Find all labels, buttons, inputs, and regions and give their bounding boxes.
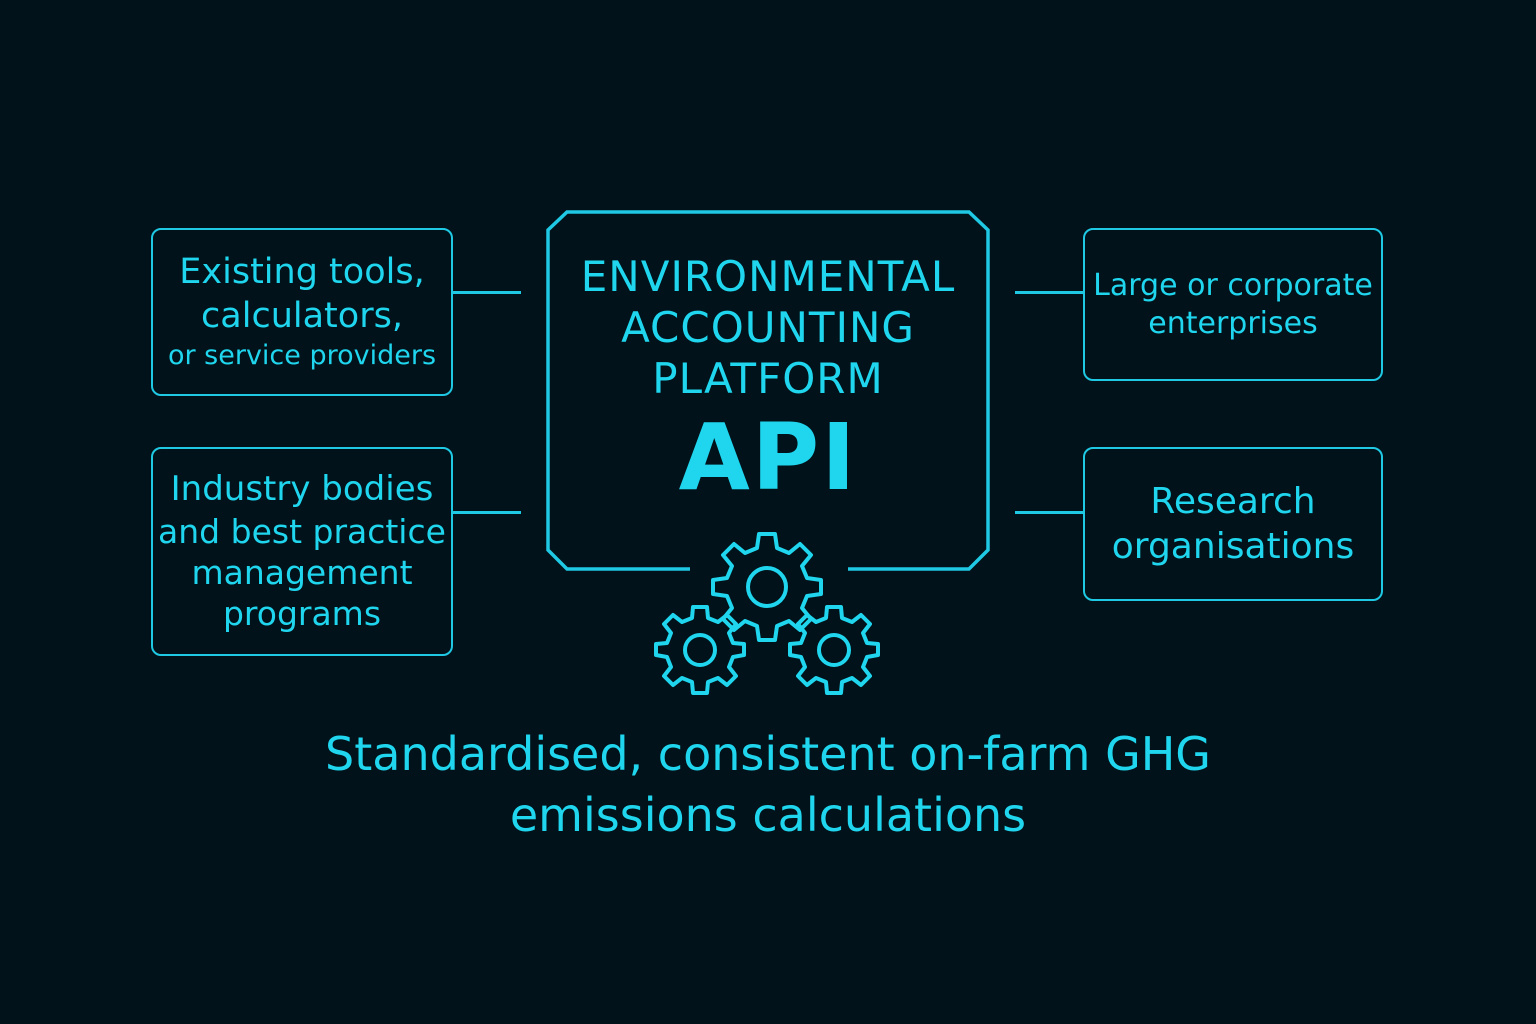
connector-right-top bbox=[1015, 291, 1083, 294]
gear-top-icon bbox=[711, 532, 823, 642]
connector-left-bottom bbox=[453, 511, 521, 514]
node-research-organisations: Research organisations bbox=[1083, 447, 1383, 601]
connector-right-bottom bbox=[1015, 511, 1083, 514]
caption-line-1: Standardised, consistent on-farm GHG bbox=[325, 727, 1211, 781]
gear-left-icon bbox=[654, 605, 746, 695]
node-line: enterprises bbox=[1148, 305, 1318, 341]
hub-frame-outline bbox=[546, 210, 990, 571]
node-line: and best practice bbox=[158, 511, 446, 551]
gears-icon bbox=[654, 532, 880, 695]
hub-title-line-2: ACCOUNTING bbox=[621, 303, 915, 352]
node-line: programs bbox=[222, 594, 382, 634]
node-large-enterprises: Large or corporate enterprises bbox=[1083, 228, 1383, 381]
hub-title-line-3: PLATFORM bbox=[652, 354, 884, 403]
caption-line-2: emissions calculations bbox=[509, 788, 1027, 842]
node-line: calculators, bbox=[201, 296, 403, 337]
hub-api-label: API bbox=[678, 404, 858, 511]
hub-title-line-1: ENVIRONMENTAL bbox=[580, 252, 956, 301]
node-line: Research bbox=[1150, 481, 1316, 522]
node-line: Existing tools, bbox=[179, 252, 425, 293]
connector-left-top bbox=[453, 291, 521, 294]
node-industry-bodies: Industry bodies and best practice manage… bbox=[151, 447, 453, 656]
node-line: Industry bodies bbox=[170, 469, 434, 510]
node-line: Large or corporate bbox=[1093, 268, 1373, 303]
node-line: management bbox=[191, 553, 413, 593]
gear-right-icon bbox=[788, 605, 880, 695]
node-line: or service providers bbox=[167, 339, 437, 371]
node-line: organisations bbox=[1111, 526, 1355, 567]
node-existing-tools: Existing tools, calculators, or service … bbox=[151, 228, 453, 396]
